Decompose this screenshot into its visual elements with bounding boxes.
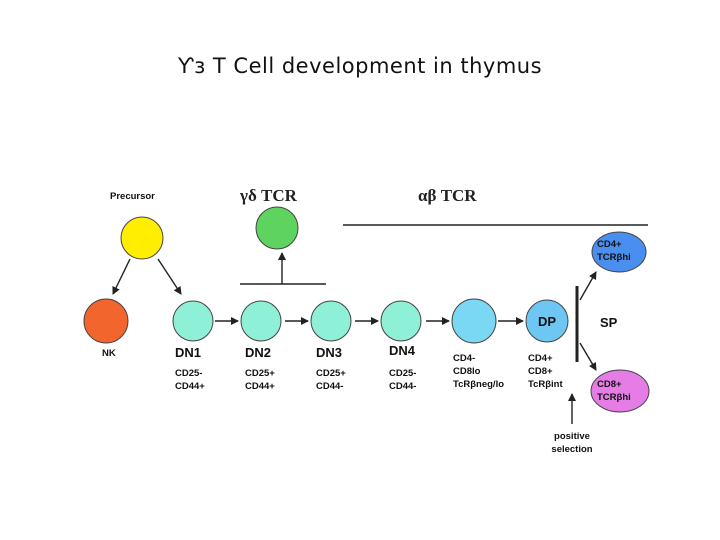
slide-title: Ƴɜ T Cell development in thymus [177,54,543,78]
dp-cell [525,299,569,343]
arrow-dp-to-cd4 [579,271,597,301]
cd4-sp-line1: CD4+ [597,239,622,250]
alpha-beta-tcr-header: αβ TCR [418,186,477,205]
nk-cell [83,298,129,344]
cd8-sp-line2: TCRβhi [597,392,631,403]
dn1-marker1: CD25- [175,368,202,379]
dn1-label: DN1 [175,345,201,360]
positive-selection-line1: positive [554,431,590,442]
dp-precursor-marker1: CD4- [453,353,475,364]
dn3-marker1: CD25+ [316,368,346,379]
dn4-label: DN4 [389,343,416,358]
cd8-sp-line1: CD8+ [597,379,622,390]
gamma-delta-tcr-header: γδ TCR [239,186,298,205]
dn4-marker1: CD25- [389,368,416,379]
cd4-sp-line2: TCRβhi [597,252,631,263]
precursor-cell [120,216,164,260]
dn1-cell [172,300,214,342]
dn2-cell [240,300,282,342]
dp-marker2: CD8+ [528,366,553,377]
precursor-label: Precursor [110,191,155,202]
positive-selection-line2: selection [551,444,592,455]
dp-precursor-cell [451,298,497,344]
arrow-dp-to-cd8 [579,342,597,371]
dp-precursor-marker2: CD8lo [453,366,481,377]
dp-marker1: CD4+ [528,353,553,364]
dn4-cell [380,300,422,342]
dn2-label: DN2 [245,345,271,360]
arrow-precursor-to-dn1 [157,258,182,295]
dn3-marker2: CD44- [316,381,343,392]
dn1-marker2: CD44+ [175,381,205,392]
dn4-marker2: CD44- [389,381,416,392]
dp-cell-label: DP [538,314,556,329]
sp-label: SP [600,315,618,330]
dn2-marker2: CD44+ [245,381,275,392]
dp-marker3: TcRβint [528,379,563,390]
dn3-label: DN3 [316,345,342,360]
dn2-marker1: CD25+ [245,368,275,379]
gamma-delta-cell [255,206,299,250]
dn3-cell [310,300,352,342]
cd4-sp-cell [591,231,647,273]
cd8-sp-cell [590,369,650,413]
dp-precursor-marker3: TcRβneg/lo [453,379,504,390]
nk-label: NK [102,348,116,359]
arrow-precursor-to-nk [112,258,131,295]
